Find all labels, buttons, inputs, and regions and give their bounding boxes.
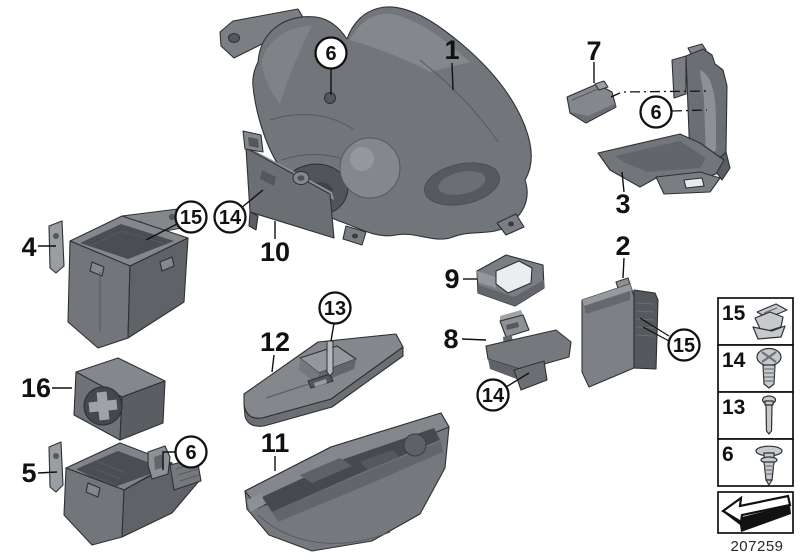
rivet-hole [324,92,336,104]
svg-text:6: 6 [650,102,661,124]
fastener-legend: 15 14 13 [717,297,794,555]
part-16-first-aid-box [73,357,166,441]
svg-text:15: 15 [180,207,202,229]
part-9-frame-bracket [476,254,545,307]
callout-5[interactable]: 5 [21,458,36,488]
direction-arrow-icon [721,494,792,532]
legend-row-13[interactable]: 13 [717,391,794,440]
part-7-cover-cap [566,80,617,124]
diagram-number: 207259 [730,538,783,555]
callouts-plain: 1 7 3 2 9 8 10 4 16 5 12 11 [21,35,631,488]
svg-text:13: 13 [722,396,745,419]
circled-callout-15-left[interactable]: 15 [174,200,208,234]
callout-7[interactable]: 7 [586,36,601,66]
expanding-rivet-icon [755,445,783,486]
callouts-circled: 6 6 15 14 13 15 14 6 [174,36,701,469]
circled-callout-6-right[interactable]: 6 [639,95,673,129]
callout-11[interactable]: 11 [261,428,290,458]
svg-text:6: 6 [185,442,196,464]
svg-text:6: 6 [325,43,336,65]
callout-1[interactable]: 1 [444,35,459,65]
callout-12[interactable]: 12 [260,327,290,357]
callout-10[interactable]: 10 [260,237,290,267]
circled-callout-14-bottom[interactable]: 14 [476,378,510,412]
svg-text:6: 6 [722,443,734,466]
circled-callout-15-right[interactable]: 15 [667,328,701,362]
screw-pin [326,340,334,377]
spring-clip-icon [752,303,788,340]
part-3-support-bracket [597,43,731,195]
part-4-storage-box [48,207,193,349]
callout-2[interactable]: 2 [615,231,630,261]
direction-arrow-box [717,491,794,534]
circled-callout-13[interactable]: 13 [318,291,352,325]
callout-4[interactable]: 4 [21,232,36,262]
callout-3[interactable]: 3 [615,189,630,219]
legend-row-15[interactable]: 15 [717,297,794,346]
part-12-cover-tray [243,333,404,427]
first-aid-cross-icon [83,386,123,426]
legend-row-6[interactable]: 6 [717,438,794,487]
legend-row-14[interactable]: 14 [717,344,794,393]
leader-lines [37,62,711,474]
screw-icon [756,347,782,389]
circled-callout-14-left[interactable]: 14 [213,200,247,234]
svg-text:13: 13 [324,298,346,320]
svg-text:14: 14 [722,349,746,372]
part-10-mounting-panel [242,130,335,239]
circled-callout-6-bottom[interactable]: 6 [174,435,208,469]
part-8-latch-bracket [485,310,572,391]
svg-text:15: 15 [722,302,746,325]
callout-16[interactable]: 16 [21,373,51,403]
callout-8[interactable]: 8 [443,324,458,354]
part-11-storage-bin [244,412,450,552]
part-2-corner-trim [581,277,659,388]
bolt-icon [761,395,777,435]
svg-text:15: 15 [673,335,695,357]
circled-callout-6-top[interactable]: 6 [314,36,348,70]
callout-9[interactable]: 9 [444,264,459,294]
part-5-storage-tray [48,441,202,546]
svg-text:14: 14 [482,385,505,407]
svg-text:14: 14 [219,207,242,229]
